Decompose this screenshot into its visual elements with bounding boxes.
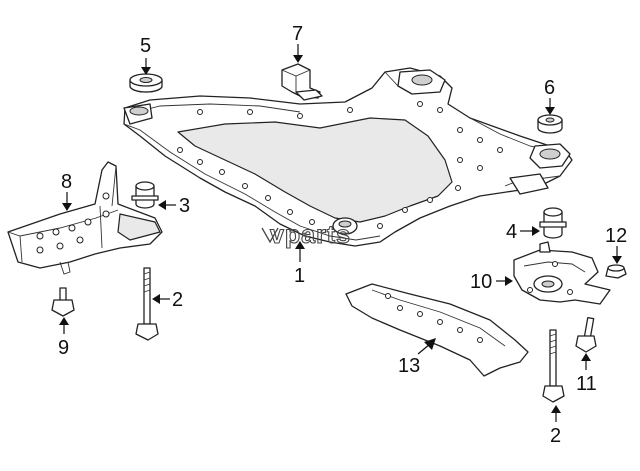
bushing-4 [539, 207, 567, 239]
callout-5: 5 [140, 35, 151, 57]
crossmember-frame [123, 67, 573, 247]
callout-6: 6 [544, 77, 555, 99]
watermark-text: vparts [270, 221, 351, 249]
callout-labels: 5 7 6 8 3 1 4 12 10 2 9 13 11 2 [58, 23, 627, 447]
bolt-11 [575, 316, 597, 353]
bolt-9 [51, 287, 75, 317]
bracket-7 [281, 63, 323, 101]
leader-lines [59, 44, 622, 422]
callout-11: 11 [576, 373, 597, 395]
callout-3: 3 [179, 195, 190, 217]
callout-9: 9 [58, 337, 69, 359]
bushing-3 [131, 181, 159, 209]
watermark-logo: vparts [261, 220, 351, 250]
brace-13 [345, 283, 529, 377]
mount-cushion-5 [129, 73, 163, 93]
callout-2-right: 2 [550, 425, 561, 447]
callout-8: 8 [61, 171, 72, 193]
callout-13: 13 [398, 355, 420, 377]
callout-12: 12 [605, 225, 627, 247]
callout-7: 7 [292, 23, 303, 45]
nut-12 [605, 264, 627, 279]
callout-1: 1 [294, 265, 305, 287]
callout-10: 10 [470, 271, 492, 293]
callout-4: 4 [506, 221, 517, 243]
mount-cushion-6 [537, 114, 563, 134]
bolt-2-left [135, 267, 159, 341]
stopper-bracket-10 [513, 241, 611, 305]
bolt-2-right [542, 329, 565, 403]
frame-holes [177, 101, 503, 229]
callout-2-left: 2 [172, 289, 183, 311]
side-bracket-8 [7, 161, 163, 275]
